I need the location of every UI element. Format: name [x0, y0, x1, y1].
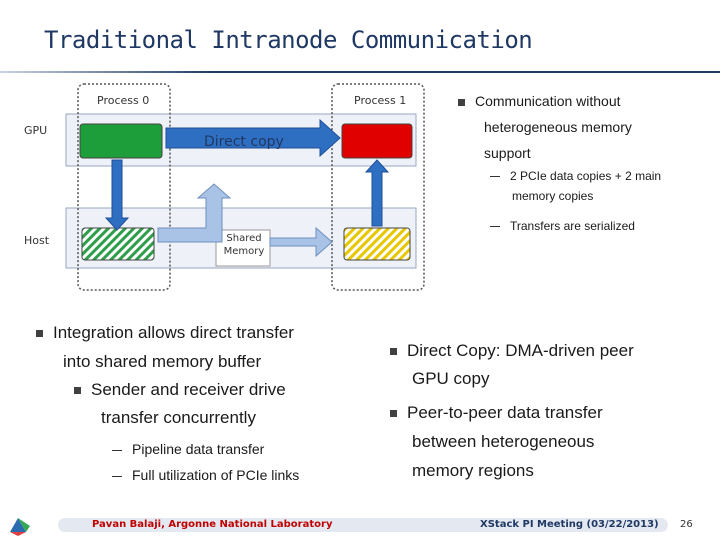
shared-memory-label-line1: Shared: [226, 233, 262, 244]
shared-memory-label: Shared Memory: [216, 232, 272, 258]
left-b2-line1: Sender and receiver drive: [91, 380, 286, 399]
right-lower-b1-line2: GPU copy: [412, 369, 490, 388]
right-lower-b2-line2: between heterogeneous: [412, 432, 595, 451]
shared-memory-box: [215, 229, 271, 267]
title-underline: [0, 71, 720, 73]
bullet-marker: [390, 348, 397, 356]
footer-meeting: XStack PI Meeting (03/22/2013): [480, 519, 659, 530]
left-bullet-1: Integration allows direct transfer into …: [36, 318, 294, 376]
right-lower-b2-line1: Peer-to-peer data transfer: [407, 403, 603, 422]
right-sub-bullet-1: 2 PCIe data copies + 2 main memory copie…: [490, 166, 661, 206]
dash-marker: [490, 176, 500, 178]
bullet-marker: [390, 410, 397, 418]
process1-outline: [331, 83, 425, 291]
process0-label: Process 0: [97, 94, 150, 107]
footer-author: Pavan Balaji, Argonne National Laborator…: [92, 519, 333, 530]
bullet-marker: [36, 330, 43, 338]
dash-marker: [490, 226, 500, 228]
host0-buffer: [81, 227, 155, 261]
right-main-line2: heterogeneous memory: [484, 119, 632, 135]
process0-outline: [77, 83, 171, 291]
right-main-bullet: Communication without heterogeneous memo…: [458, 88, 632, 166]
left-bullet-3: Pipeline data transfer Full utilization …: [112, 436, 299, 488]
host-label: Host: [24, 234, 50, 247]
right-sub-bullet-2: Transfers are serialized: [490, 216, 635, 236]
right-sub1-line1: 2 PCIe data copies + 2 main: [510, 169, 662, 183]
footer-graphics: [10, 518, 668, 536]
left-b2-line2: transfer concurrently: [101, 408, 256, 427]
right-lower-b2-line3: memory regions: [412, 461, 534, 480]
host-to-gpu1-arrow: [364, 159, 390, 227]
right-lower-bullet-1: Direct Copy: DMA-driven peer GPU copy: [390, 337, 634, 393]
left-b1-line2: into shared memory buffer: [63, 352, 262, 371]
page-number: 26: [680, 519, 693, 530]
dash-marker: [112, 475, 122, 477]
intranode-diagram: Direct copy: [65, 83, 425, 291]
right-sub2: Transfers are serialized: [510, 219, 635, 233]
right-lower-b1-line1: Direct Copy: DMA-driven peer: [407, 341, 634, 360]
host0-to-shm-arrow: [157, 183, 232, 243]
process1-label: Process 1: [354, 94, 407, 107]
shared-memory-label-line2: Memory: [223, 246, 265, 257]
gpu0-to-host-arrow: [104, 159, 130, 231]
right-main-line1: Communication without: [475, 93, 621, 109]
right-lower-bullet-2: Peer-to-peer data transfer between heter…: [390, 398, 603, 485]
shm-to-host1-arrow: [269, 226, 333, 258]
dash-marker: [112, 449, 122, 451]
direct-copy-arrow: [165, 118, 341, 158]
left-b4: Full utilization of PCIe links: [132, 467, 300, 483]
gpu-label: GPU: [24, 124, 48, 137]
argonne-logo-icon: [10, 518, 30, 536]
slide-title: Traditional Intranode Communication: [44, 26, 533, 54]
left-b3: Pipeline data transfer: [132, 441, 265, 457]
host1-buffer: [343, 227, 411, 261]
direct-copy-label: Direct copy: [204, 134, 284, 150]
bullet-marker: [458, 98, 465, 106]
left-b1-line1: Integration allows direct transfer: [53, 323, 294, 342]
bullet-marker: [74, 387, 81, 395]
gpu1-buffer: [341, 123, 413, 159]
right-main-line3: support: [484, 145, 531, 161]
gpu0-buffer: [79, 123, 163, 159]
right-sub1-line2: memory copies: [512, 189, 594, 203]
left-bullet-2: Sender and receiver drive transfer concu…: [74, 376, 286, 432]
